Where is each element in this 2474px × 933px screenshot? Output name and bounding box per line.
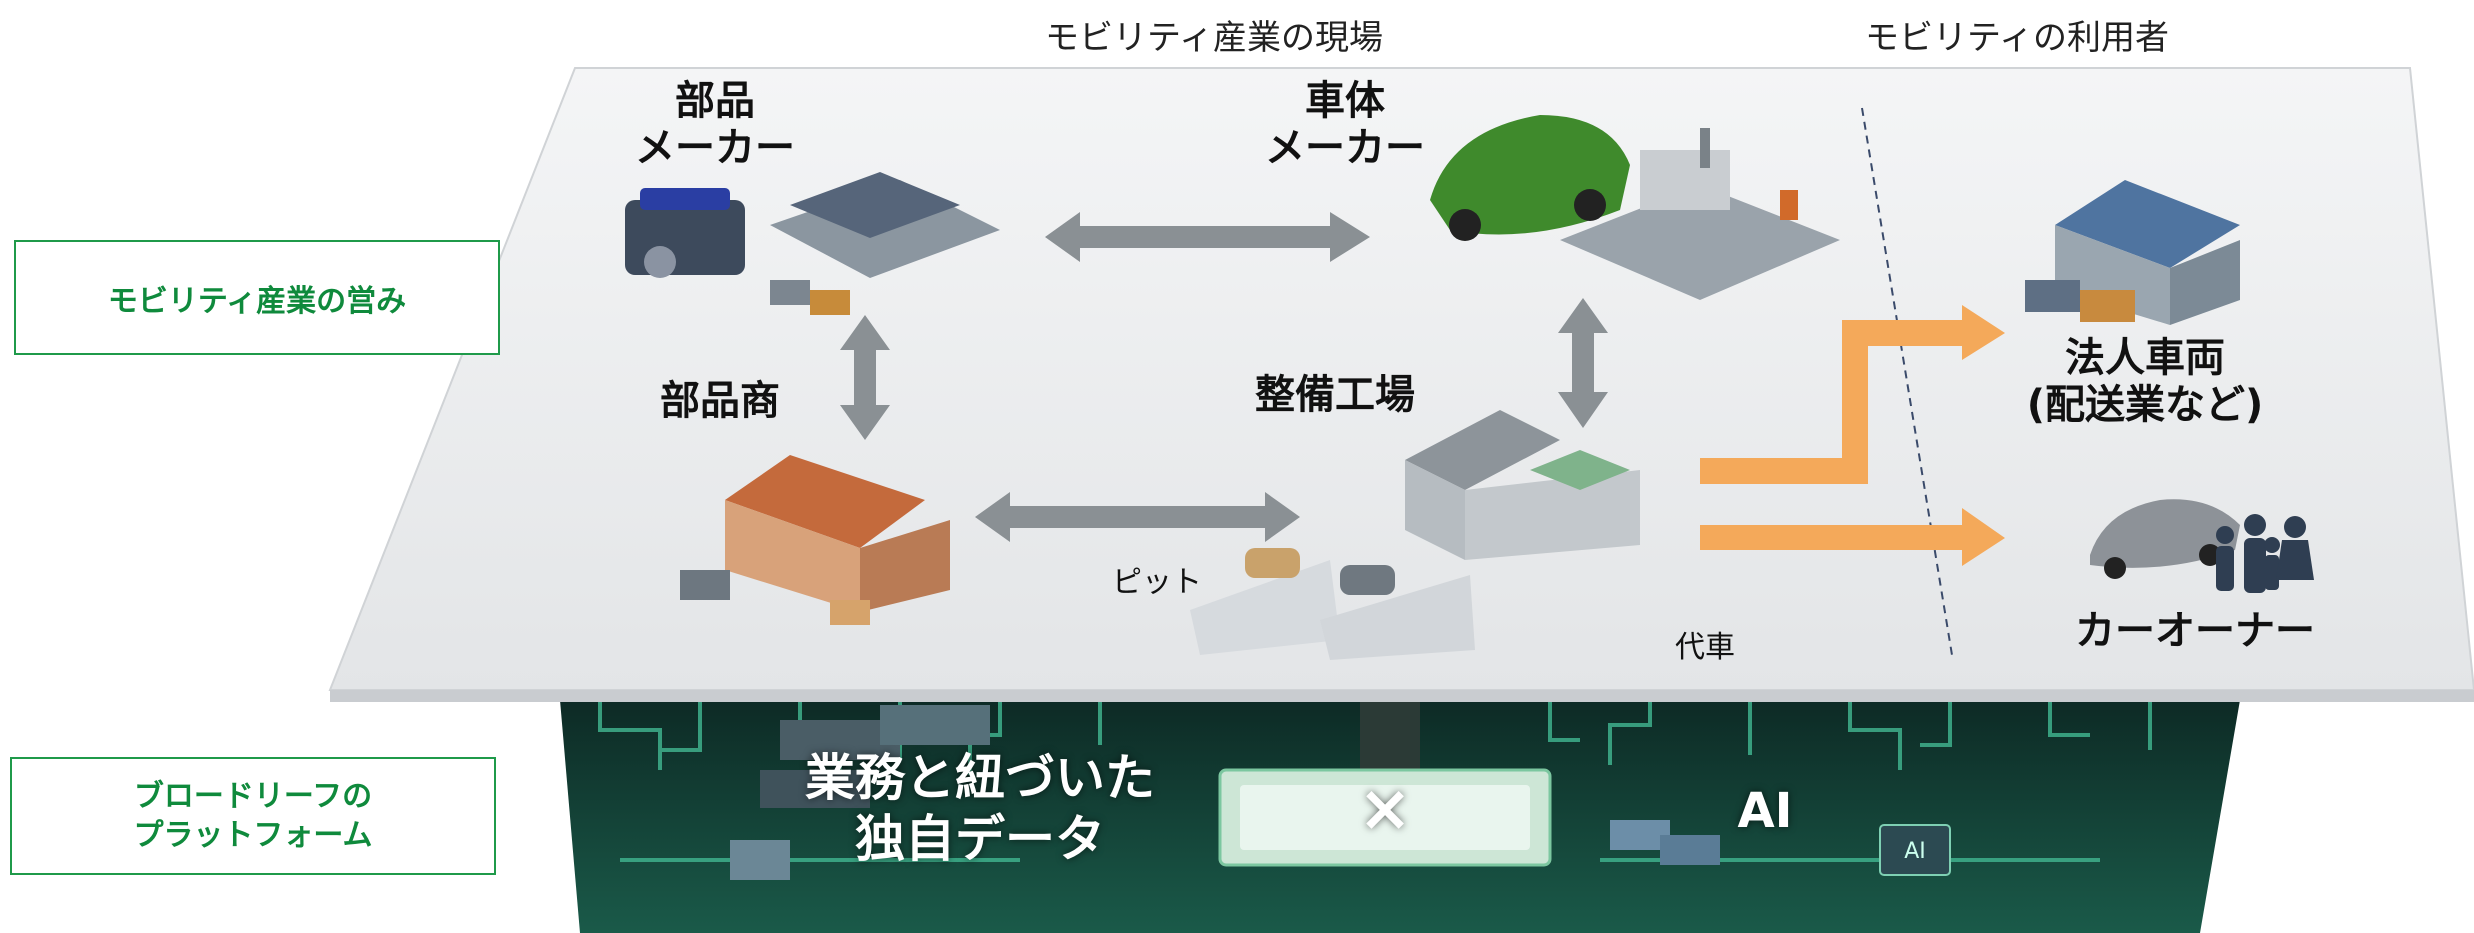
box-platform-label: ブロードリーフの プラットフォーム xyxy=(133,779,373,853)
green-car-icon xyxy=(1430,115,1630,241)
family-icon xyxy=(2216,514,2314,593)
orange-arrows xyxy=(1700,305,2005,566)
pit-lift-icon xyxy=(1190,548,1475,660)
assembly-plant-icon xyxy=(1560,128,1840,300)
node-fleet: 法人車両 (配送業など) xyxy=(2026,335,2264,429)
server-icon xyxy=(730,705,990,880)
box-industry-label: モビリティ産業の営み xyxy=(107,283,407,319)
factory-icon xyxy=(770,172,1000,315)
header-industry-site: モビリティ産業の現場 xyxy=(1045,18,1383,58)
ai-chip-icon: AI xyxy=(1610,820,1951,876)
node-parts-maker: 部品 メーカー xyxy=(635,78,795,172)
box-industry-activities: モビリティ産業の営み xyxy=(14,240,500,355)
platform-data-label: 業務と紐づいた 独自データ xyxy=(805,749,1155,868)
node-parts-dealer: 部品商 xyxy=(660,378,780,424)
box-platform: ブロードリーフの プラットフォーム xyxy=(10,757,496,875)
logistics-warehouse-icon xyxy=(2025,180,2240,325)
gray-arrows xyxy=(840,212,1608,542)
circuit-board xyxy=(560,700,2240,933)
svg-text:AI: AI xyxy=(1904,839,1926,864)
garage-icon xyxy=(1405,410,1640,560)
node-repair-shop: 整備工場 xyxy=(1255,372,1415,418)
header-users: モビリティの利用者 xyxy=(1865,18,2169,58)
label-loaner: 代車 xyxy=(1675,630,1735,665)
ai-label: AI xyxy=(1737,783,1793,839)
engine-icon xyxy=(625,188,745,278)
warehouse-icon xyxy=(680,455,950,625)
times-symbol: × xyxy=(1358,772,1412,846)
label-pit: ピット xyxy=(1112,565,1202,600)
node-car-owner: カーオーナー xyxy=(2075,608,2315,654)
sedan-icon xyxy=(2090,499,2240,579)
node-body-maker: 車体 メーカー xyxy=(1265,78,1425,172)
